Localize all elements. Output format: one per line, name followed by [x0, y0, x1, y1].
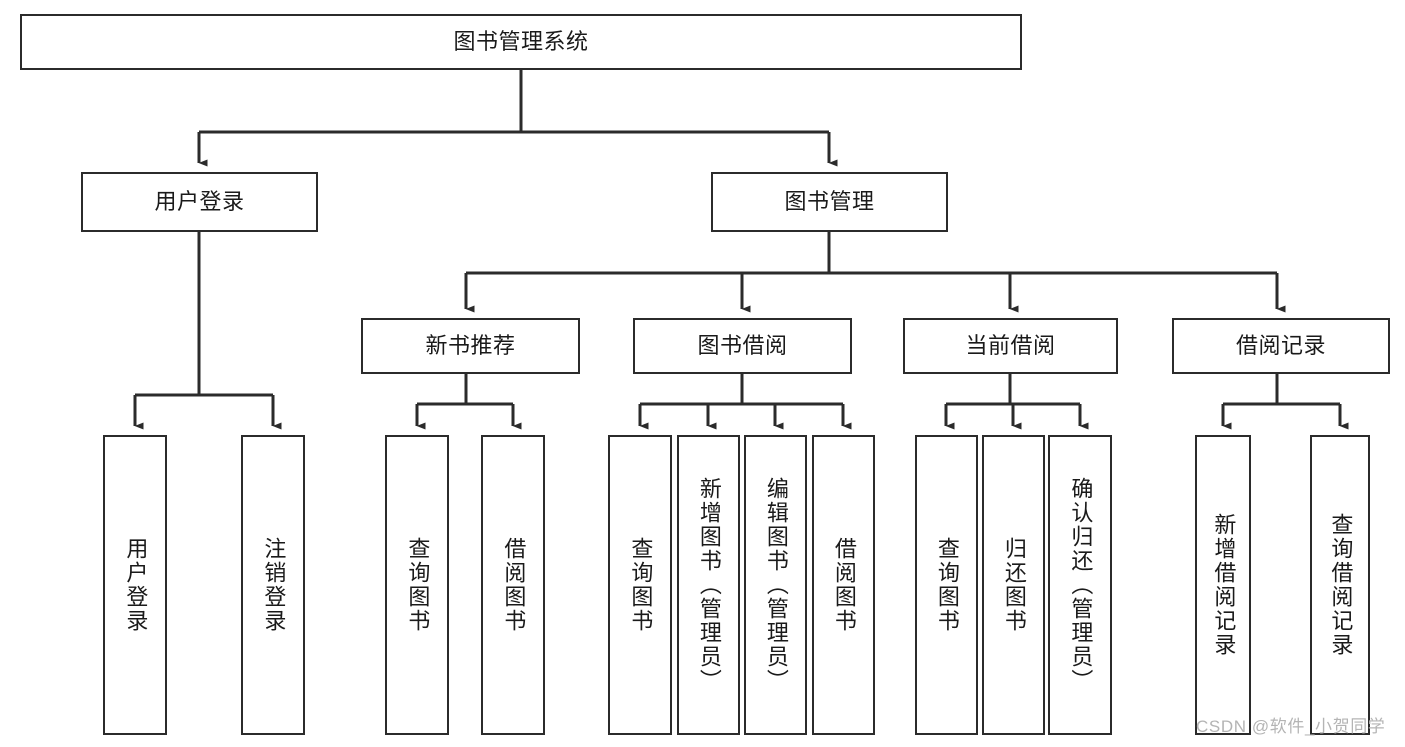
node-current-borrow[interactable]: 当前借阅: [903, 318, 1118, 374]
node-label-borrow-record: 借阅记录: [1235, 332, 1326, 358]
node-leaf-query-record[interactable]: 查询借阅记录: [1310, 435, 1370, 735]
node-new-book-recommend[interactable]: 新书推荐: [361, 318, 580, 374]
node-label-book-manage: 图书管理: [784, 188, 875, 214]
connector-book-borrow-to-leaves: [638, 374, 852, 430]
node-label-leaf-borrow-book-1: 借阅图书: [501, 537, 527, 633]
node-label-leaf-add-record: 新增借阅记录: [1211, 513, 1237, 657]
node-leaf-query-book-2[interactable]: 查询图书: [608, 435, 672, 735]
node-label-leaf-logout: 注销登录: [261, 537, 287, 633]
node-leaf-borrow-book-2[interactable]: 借阅图书: [812, 435, 875, 735]
node-label-leaf-query-book-3: 查询图书: [934, 537, 960, 633]
node-label-leaf-return-book: 归还图书: [1001, 537, 1027, 633]
node-label-leaf-borrow-book-2: 借阅图书: [831, 537, 857, 633]
node-leaf-borrow-book-1[interactable]: 借阅图书: [481, 435, 545, 735]
node-label-leaf-query-book-2: 查询图书: [628, 537, 654, 633]
node-leaf-user-login[interactable]: 用户登录: [103, 435, 167, 735]
connector-group: [133, 70, 1349, 430]
node-book-borrow[interactable]: 图书借阅: [633, 318, 852, 374]
node-label-leaf-confirm-return: 确认归还（管理员）: [1068, 477, 1094, 693]
node-leaf-add-book[interactable]: 新增图书（管理员）: [677, 435, 740, 735]
connector-root-to-level1: [197, 70, 838, 167]
connector-current-borrow-to-leaves: [944, 374, 1089, 430]
connector-user-login-to-leaves: [133, 232, 282, 430]
node-leaf-edit-book[interactable]: 编辑图书（管理员）: [744, 435, 807, 735]
connector-book-manage-to-level2: [464, 232, 1286, 313]
node-root[interactable]: 图书管理系统: [20, 14, 1022, 70]
connector-new-book-recommend-to-leaves: [415, 374, 522, 430]
connector-borrow-record-to-leaves: [1221, 374, 1349, 430]
node-label-new-book-recommend: 新书推荐: [425, 332, 516, 358]
node-label-book-borrow: 图书借阅: [697, 332, 788, 358]
node-label-root: 图书管理系统: [453, 28, 589, 54]
node-borrow-record[interactable]: 借阅记录: [1172, 318, 1390, 374]
node-label-leaf-query-record: 查询借阅记录: [1328, 513, 1354, 657]
node-book-manage[interactable]: 图书管理: [711, 172, 948, 232]
node-label-leaf-query-book-1: 查询图书: [405, 537, 431, 633]
node-label-leaf-user-login: 用户登录: [123, 537, 149, 633]
node-label-leaf-add-book: 新增图书（管理员）: [696, 477, 722, 693]
node-leaf-confirm-return[interactable]: 确认归还（管理员）: [1048, 435, 1112, 735]
node-leaf-logout[interactable]: 注销登录: [241, 435, 305, 735]
node-user-login[interactable]: 用户登录: [81, 172, 318, 232]
node-leaf-query-book-3[interactable]: 查询图书: [915, 435, 978, 735]
node-leaf-query-book-1[interactable]: 查询图书: [385, 435, 449, 735]
node-label-user-login: 用户登录: [154, 188, 245, 214]
node-leaf-add-record[interactable]: 新增借阅记录: [1195, 435, 1251, 735]
node-leaf-return-book[interactable]: 归还图书: [982, 435, 1045, 735]
node-label-current-borrow: 当前借阅: [965, 332, 1056, 358]
node-label-leaf-edit-book: 编辑图书（管理员）: [763, 477, 789, 693]
